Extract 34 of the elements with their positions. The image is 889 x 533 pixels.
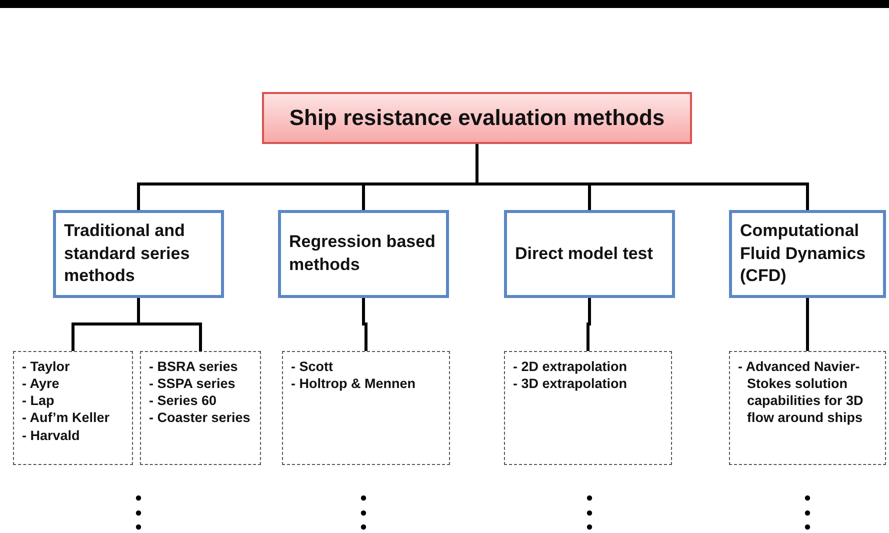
list-item: - Coaster series — [149, 409, 252, 427]
list-item: - Lap — [22, 392, 56, 410]
box-heading: Computational Fluid Dynamics (CFD) — [740, 220, 867, 288]
connector-line — [137, 298, 202, 351]
connector-line — [476, 144, 809, 210]
list-item: - Auf’m Keller — [22, 409, 111, 427]
examples-box — [140, 351, 261, 465]
method-box — [53, 210, 224, 298]
box-heading: Regression based methods — [289, 231, 436, 276]
box-heading: Traditional and standard series methods — [64, 220, 191, 288]
connector-line — [362, 298, 368, 351]
list-item: - Advanced Navier-Stokes solution capabilities for 3D flow around ships — [738, 358, 864, 427]
examples-box — [13, 351, 133, 465]
list-item: - Holtrop & Mennen — [291, 375, 416, 392]
examples-box — [729, 351, 886, 465]
method-box — [729, 210, 886, 298]
list-item: - Harvald — [22, 426, 81, 444]
list-item: - BSRA series — [149, 358, 239, 376]
box-title: Ship resistance evaluation methods — [289, 105, 665, 131]
list-item: - 3D extrapolation — [513, 375, 628, 392]
list-item: - Scott — [291, 358, 334, 376]
list-item: - Series 60 — [149, 392, 218, 410]
list-item: - SSPA series — [149, 375, 236, 392]
box-heading: Direct model test — [515, 242, 654, 265]
list-item: - Taylor — [22, 358, 71, 376]
connector-line — [586, 298, 591, 351]
list-item: - 2D extrapolation — [513, 358, 628, 376]
title-box — [262, 92, 692, 144]
method-box — [278, 210, 449, 298]
method-box — [504, 210, 675, 298]
list-item: - Ayre — [22, 375, 60, 392]
connector-line — [806, 298, 809, 351]
examples-box — [504, 351, 672, 465]
examples-box — [282, 351, 450, 465]
